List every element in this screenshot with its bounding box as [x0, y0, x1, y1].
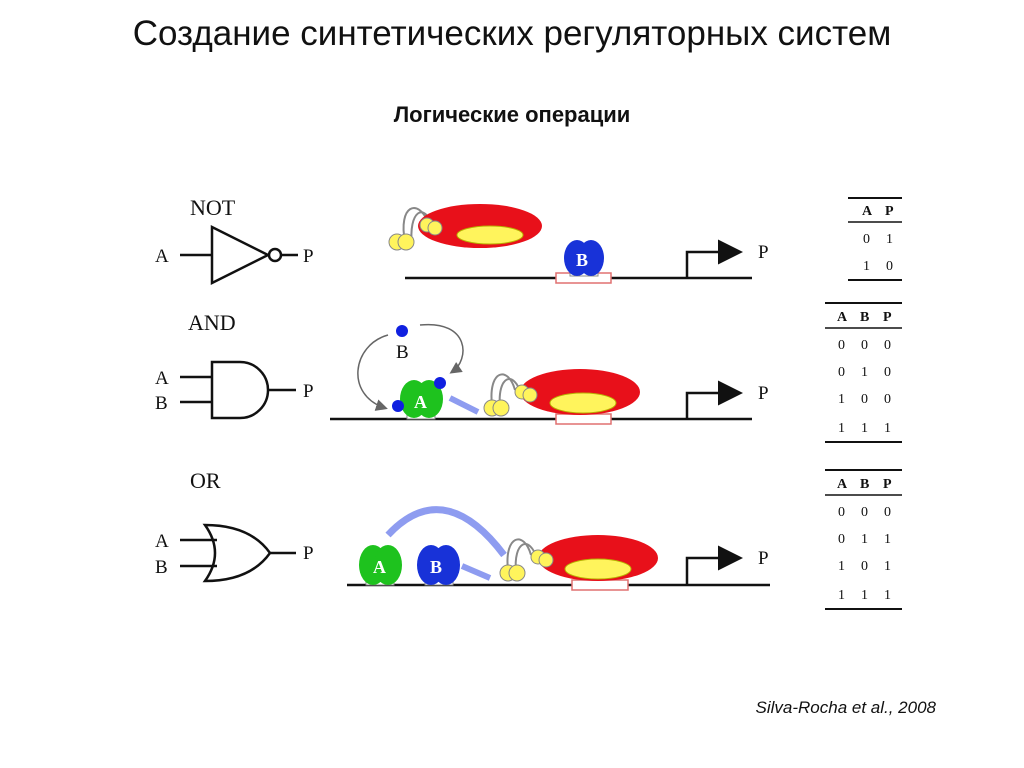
not-tt-header-a: A [862, 204, 873, 219]
and-output-label: P [303, 381, 314, 402]
and-input-a-label: A [155, 368, 169, 389]
and-input-b-label: B [155, 393, 168, 414]
or-tt-cell: 1 [884, 532, 891, 547]
and-protein-a-label: A [414, 392, 427, 412]
not-tt-header-p: P [885, 204, 894, 219]
or-output-label: P [303, 543, 314, 564]
and-activation-link [448, 395, 480, 415]
or-tt-header-b: B [860, 477, 869, 492]
or-protein-b: B [417, 545, 460, 586]
or-tt-cell: 1 [884, 559, 891, 574]
citation: Silva-Rocha et al., 2008 [755, 698, 937, 717]
and-gate-section: AND A B P B A [155, 302, 902, 443]
or-tt-cell: 1 [884, 588, 891, 603]
or-promoter-output-label: P [758, 548, 769, 569]
or-rna-polymerase [499, 535, 658, 582]
and-promoter-output-label: P [758, 383, 769, 404]
and-promoter-arrow [685, 380, 743, 419]
not-tt-cell: 1 [886, 232, 893, 247]
and-tt-cell: 1 [861, 365, 868, 380]
and-tt-cell: 0 [838, 338, 845, 353]
page-title: Создание синтетических регуляторных сист… [132, 14, 892, 53]
and-tt-cell: 0 [884, 392, 891, 407]
and-tt-cell: 0 [861, 338, 868, 353]
or-promoter-arrow [685, 545, 743, 585]
and-tt-cell: 0 [861, 392, 868, 407]
or-protein-b-label: B [430, 557, 442, 577]
or-gate-name: OR [190, 468, 221, 493]
or-gate-symbol [202, 523, 272, 583]
and-operator-site [555, 413, 612, 425]
and-truth-table: A B P 0 0 0 0 1 0 1 0 0 1 1 1 [825, 302, 902, 443]
not-promoter-output-label: P [758, 242, 769, 263]
or-tt-header-a: A [837, 477, 848, 492]
not-output-label: P [303, 246, 314, 267]
or-protein-a-label: A [373, 557, 386, 577]
not-input-a-label: A [155, 246, 169, 267]
not-truth-table: A P 0 1 1 0 [848, 197, 902, 281]
or-truth-table: A B P 0 0 0 0 1 1 1 0 1 1 1 1 [825, 469, 902, 610]
and-rna-polymerase [483, 369, 640, 417]
not-gate-name: NOT [190, 195, 236, 220]
or-tt-cell: 1 [861, 532, 868, 547]
not-tt-cell: 0 [863, 232, 870, 247]
and-inducer-b [396, 325, 408, 337]
and-tt-cell: 1 [861, 421, 868, 436]
or-tt-cell: 0 [838, 505, 845, 520]
and-tt-header-b: B [860, 310, 869, 325]
and-binding-arrow-right [419, 323, 464, 374]
and-gate-name: AND [188, 310, 236, 335]
or-tt-header-p: P [883, 477, 892, 492]
or-tt-cell: 0 [861, 559, 868, 574]
not-protein-b-label: B [576, 250, 588, 270]
or-activation-arc [385, 506, 507, 558]
or-tt-cell: 1 [838, 559, 845, 574]
not-tt-cell: 1 [863, 259, 870, 274]
or-operator-site [571, 579, 629, 591]
and-binding-arrow-left [357, 334, 389, 411]
and-tt-header-p: P [883, 310, 892, 325]
and-tt-cell: 0 [838, 365, 845, 380]
and-activator-a: A [392, 377, 446, 420]
or-tt-cell: 0 [838, 532, 845, 547]
or-activation-link [460, 563, 492, 581]
and-inducer-b-label: B [396, 342, 409, 363]
not-gate-symbol [210, 224, 271, 286]
or-tt-cell: 1 [838, 588, 845, 603]
or-tt-cell: 0 [861, 505, 868, 520]
and-tt-header-a: A [837, 310, 848, 325]
and-tt-cell: 1 [884, 421, 891, 436]
not-tt-cell: 0 [886, 259, 893, 274]
or-tt-cell: 1 [861, 588, 868, 603]
not-repressor-b: B [564, 240, 604, 277]
or-input-b-label: B [155, 557, 168, 578]
page-subtitle: Логические операции [393, 102, 631, 127]
or-tt-cell: 0 [884, 505, 891, 520]
not-gate-section: NOT A P B P [155, 195, 902, 286]
and-gate-symbol [210, 360, 270, 420]
and-tt-cell: 1 [838, 392, 845, 407]
not-rna-polymerase [388, 204, 542, 251]
and-tt-cell: 0 [884, 365, 891, 380]
and-tt-cell: 1 [838, 421, 845, 436]
or-input-a-label: A [155, 531, 169, 552]
or-gate-section: OR A B P A B [155, 468, 902, 610]
not-promoter-arrow [685, 239, 743, 278]
and-tt-cell: 0 [884, 338, 891, 353]
or-activator-a: A [359, 545, 402, 586]
